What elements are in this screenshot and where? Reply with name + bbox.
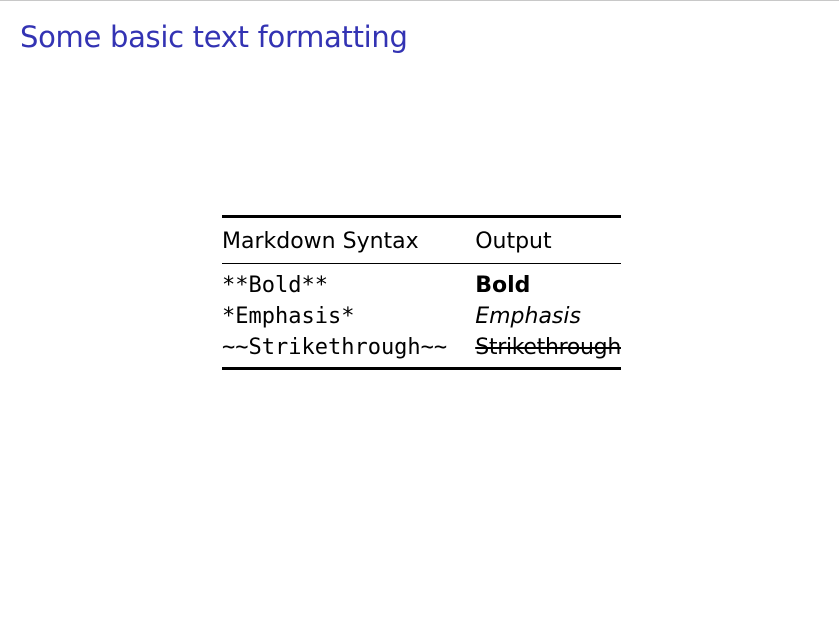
formatting-table-container: Markdown Syntax Output **Bold** Bold *Em… xyxy=(222,215,621,370)
table-row: **Bold** Bold xyxy=(222,264,621,302)
syntax-cell-bold: **Bold** xyxy=(222,273,328,298)
formatting-table: Markdown Syntax Output **Bold** Bold *Em… xyxy=(222,215,621,370)
table-body: **Bold** Bold *Emphasis* Emphasis ~~Stri… xyxy=(222,264,621,369)
header-row: Markdown Syntax Output xyxy=(222,216,621,264)
output-cell-strikethrough: Strikethrough xyxy=(475,335,621,360)
table-row: ~~Strikethrough~~ Strikethrough xyxy=(222,332,621,369)
syntax-cell-emphasis: *Emphasis* xyxy=(222,304,355,329)
table-row: *Emphasis* Emphasis xyxy=(222,301,621,332)
top-border xyxy=(0,0,839,1)
slide-title: Some basic text formatting xyxy=(20,20,408,54)
table-header: Markdown Syntax Output xyxy=(222,216,621,264)
output-cell-emphasis: Emphasis xyxy=(475,304,581,329)
syntax-cell-strikethrough: ~~Strikethrough~~ xyxy=(222,335,448,360)
header-markdown-syntax: Markdown Syntax xyxy=(222,229,419,254)
header-output: Output xyxy=(475,229,552,254)
output-cell-bold: Bold xyxy=(475,273,531,298)
